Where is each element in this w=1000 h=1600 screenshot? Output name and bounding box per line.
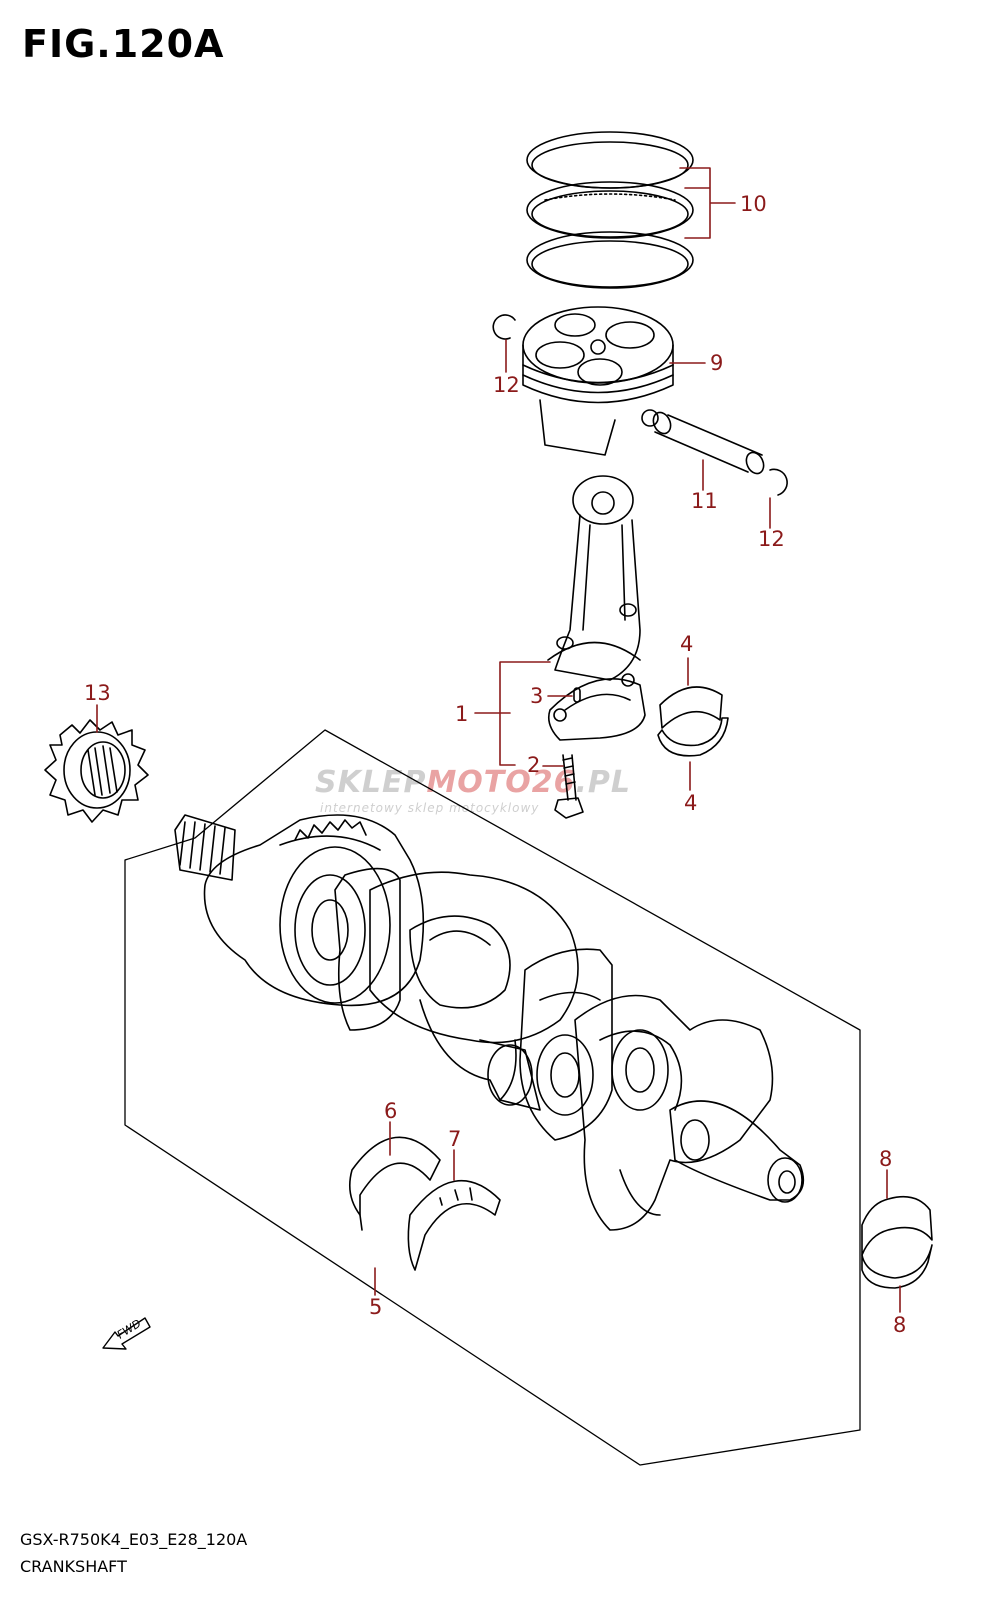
piston-rings [526, 131, 694, 289]
model-code: GSX-R750K4_E03_E28_120A [20, 1530, 248, 1549]
circlip-left [492, 314, 516, 340]
callout-13: 13 [84, 681, 111, 705]
callout-3: 3 [530, 684, 543, 708]
drive-gear [44, 719, 149, 823]
svg-text:SKLEPMOTO26.PL: SKLEPMOTO26.PL [315, 765, 631, 800]
callout-8-bottom: 8 [893, 1313, 906, 1337]
fwd-label: FWD [115, 1317, 144, 1342]
callout-11: 11 [691, 489, 718, 513]
watermark-subtext: internetowy sklep motocyklowy [320, 801, 539, 815]
callout-4-top: 4 [680, 632, 693, 656]
section-name: CRANKSHAFT [20, 1557, 127, 1576]
callout-2: 2 [527, 753, 540, 777]
callout-4-bottom: 4 [684, 791, 697, 815]
rod-bolt [554, 754, 584, 819]
connecting-rod-cap [547, 673, 646, 741]
rod-bearings [657, 686, 729, 757]
callout-6: 6 [384, 1099, 397, 1123]
callout-12-left: 12 [493, 373, 520, 397]
piston-pin [652, 411, 765, 475]
figure-title: FIG.120A [22, 22, 225, 66]
main-bearing [861, 1195, 933, 1289]
callout-10: 10 [740, 192, 767, 216]
piston [522, 306, 674, 456]
fwd-arrow: FWD [102, 1317, 151, 1350]
callout-numbers: 10 9 12 11 12 4 3 1 2 4 13 6 7 5 8 8 [84, 192, 906, 1337]
callout-1: 1 [455, 702, 468, 726]
watermark: SKLEPMOTO26.PL internetowy sklep motocyk… [315, 765, 631, 815]
watermark-part-a: SKLEP [315, 765, 426, 800]
watermark-part-b: MOTO [426, 765, 531, 800]
leader-lines [96, 167, 901, 1313]
dowel-pin [573, 687, 581, 703]
connecting-rod [547, 475, 641, 681]
thrust-bearings [349, 1136, 501, 1271]
callout-7: 7 [448, 1127, 461, 1151]
crankshaft-group-outline [124, 729, 861, 1466]
circlip-right [769, 468, 788, 496]
watermark-part-d: .PL [576, 765, 632, 800]
callout-12-right: 12 [758, 527, 785, 551]
callout-9: 9 [710, 351, 723, 375]
crankshaft [174, 814, 805, 1231]
callout-5: 5 [369, 1295, 382, 1319]
callout-8-top: 8 [879, 1147, 892, 1171]
